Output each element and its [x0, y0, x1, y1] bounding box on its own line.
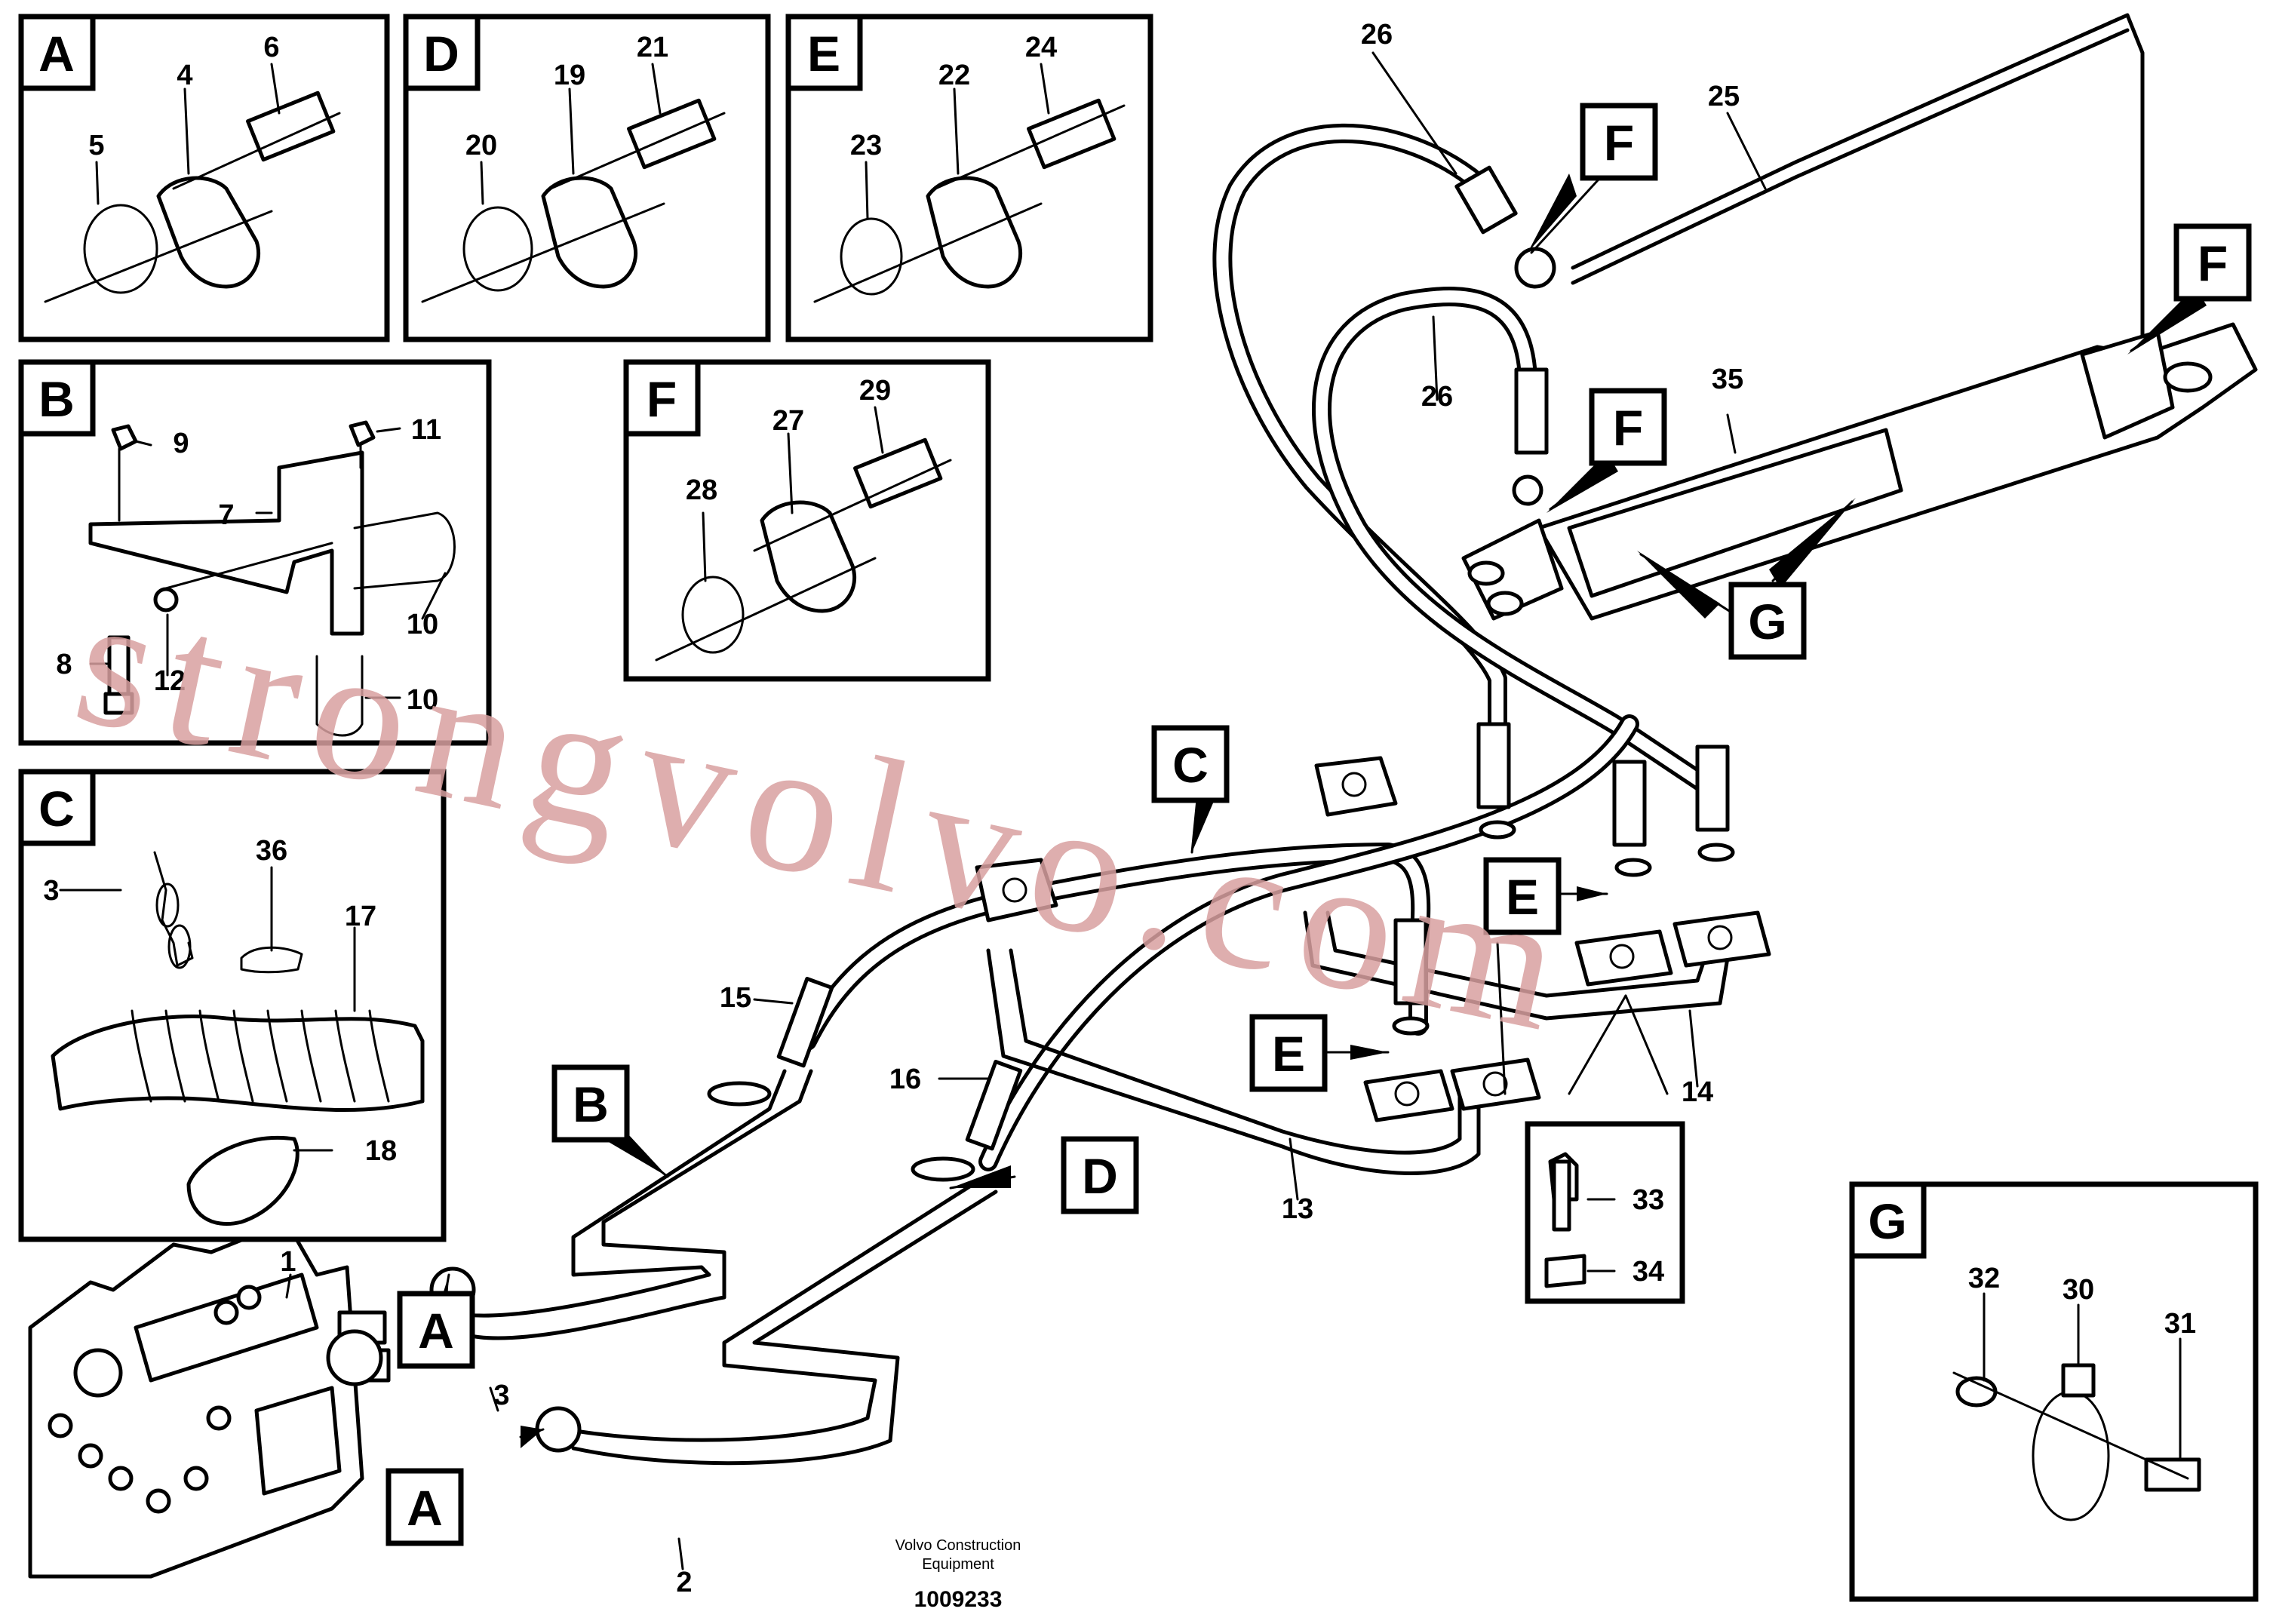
main-tags: F F F G C E E B D A A [385, 103, 2252, 1546]
part-19: 19 [554, 60, 585, 91]
caption-line-2: Equipment [922, 1556, 994, 1573]
part-28: 28 [686, 474, 717, 506]
fittings [707, 165, 1735, 1182]
part-12: 12 [154, 665, 186, 697]
detail-box-f: F 27 28 29 [623, 359, 991, 682]
part-36: 36 [256, 835, 287, 867]
detail-box-a: A 4 5 6 [18, 14, 390, 342]
detail-box-g: G 32 30 31 [1849, 1181, 2259, 1602]
pipe-25 [1571, 13, 2145, 349]
part-26-upper: 26 [1361, 19, 1393, 51]
part-31: 31 [2164, 1308, 2196, 1340]
detail-box-d: D 19 20 21 [403, 14, 771, 342]
tag-f-right: F [2198, 235, 2228, 291]
part-4: 4 [177, 60, 192, 91]
part-34: 34 [1633, 1256, 1664, 1288]
pipe-d [564, 1182, 975, 1442]
detail-a-letter: A [38, 26, 75, 81]
part-24: 24 [1025, 32, 1057, 63]
part-16: 16 [889, 1064, 921, 1095]
detail-g-letter: G [1868, 1193, 1906, 1249]
hose-26-top [1212, 123, 1507, 787]
detail-box-c: C 3 36 17 18 [18, 769, 447, 1242]
pipe-14 [1303, 910, 1730, 1021]
part-27: 27 [772, 405, 804, 437]
cylinder-35 [1461, 322, 2258, 621]
tag-d-main: D [1082, 1148, 1118, 1204]
part-35: 35 [1712, 364, 1743, 395]
part-21: 21 [637, 32, 668, 63]
part-13: 13 [1282, 1193, 1313, 1225]
part-3: 3 [493, 1380, 509, 1411]
part-22: 22 [938, 60, 970, 91]
tag-a-upper: A [418, 1303, 454, 1358]
tag-e-right: E [1506, 869, 1539, 925]
tag-f-middle: F [1613, 400, 1643, 456]
tag-f-upper: F [1604, 115, 1634, 170]
part-29: 29 [859, 375, 891, 407]
main-part-numbers: 26 25 26 35 15 16 13 14 33 34 1 3 2 [280, 19, 1743, 1598]
main-assembly [28, 13, 2258, 1579]
part-1: 1 [280, 1246, 296, 1278]
part-14: 14 [1682, 1076, 1713, 1108]
detail-box-b: B 9 11 7 8 12 10 10 [18, 359, 492, 746]
tag-b-main: B [573, 1076, 609, 1132]
part-18: 18 [365, 1135, 397, 1167]
pipe-b [450, 1069, 787, 1318]
part-20: 20 [465, 130, 497, 161]
flange-group [975, 756, 1771, 1122]
document-number: 1009233 [914, 1587, 1003, 1612]
control-valve-1 [28, 1220, 582, 1579]
part-5: 5 [88, 130, 104, 161]
part-26-middle: 26 [1421, 381, 1453, 413]
part-10-lower: 10 [407, 684, 438, 716]
part-6: 6 [263, 32, 279, 63]
caption: Volvo Construction Equipment 1009233 [895, 1537, 1021, 1612]
detail-e-letter: E [807, 26, 840, 81]
part-32: 32 [1968, 1263, 2000, 1294]
part-11: 11 [411, 414, 441, 446]
detail-c-letter: C [38, 781, 75, 837]
tag-c-main: C [1172, 737, 1209, 793]
part-30: 30 [2063, 1274, 2094, 1306]
tag-a-lower: A [407, 1480, 443, 1536]
tag-e-left: E [1272, 1026, 1305, 1082]
part-8: 8 [56, 649, 72, 680]
detail-f-letter: F [647, 371, 677, 427]
part-15: 15 [720, 982, 751, 1014]
leader-lines [285, 51, 1767, 1570]
part-25: 25 [1708, 81, 1740, 112]
part-10-upper: 10 [407, 609, 438, 640]
part-7: 7 [218, 499, 234, 531]
tag-g-main: G [1748, 594, 1786, 649]
detail-d-letter: D [423, 26, 459, 81]
part-23: 23 [850, 130, 882, 161]
caption-line-1: Volvo Construction [895, 1537, 1021, 1554]
part-2: 2 [676, 1567, 692, 1598]
detail-box-e: E 22 23 24 [785, 14, 1153, 342]
detail-b-letter: B [38, 371, 75, 427]
part-3-detail: 3 [43, 875, 59, 907]
part-33: 33 [1633, 1184, 1664, 1216]
part-17: 17 [345, 901, 376, 932]
part-9: 9 [173, 428, 189, 459]
